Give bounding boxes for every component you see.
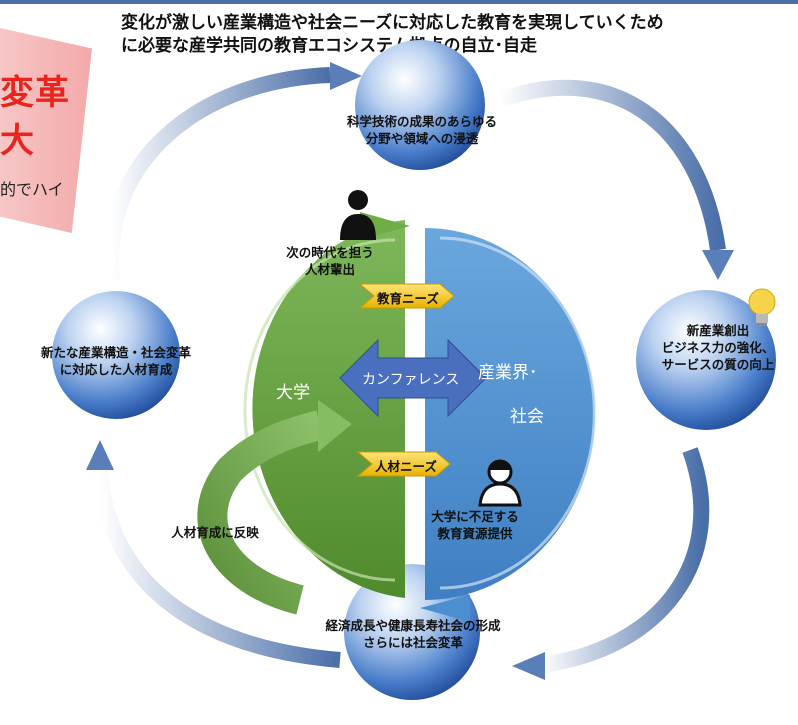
next-gen-line-2: 人材輩出 xyxy=(304,262,355,277)
node-right-line-1: 新産業創出 xyxy=(686,323,750,338)
node-right-line-2: ビジネス力の強化、 xyxy=(661,340,775,355)
reflect-label: 人材育成に反映 xyxy=(171,525,259,540)
blue-arrow-head xyxy=(420,595,470,622)
side-tab-red-text-2: 大 xyxy=(0,121,35,161)
top-border xyxy=(0,0,798,4)
node-sphere-left xyxy=(52,291,180,419)
resource-line-2: 教育資源提供 xyxy=(437,526,513,541)
conference-arrow xyxy=(339,338,487,418)
node-bottom-label: 経済成長や健康長寿社会の形成 さらには社会変革 xyxy=(300,617,526,651)
talent-needs-badge xyxy=(356,451,451,477)
node-left-label: 新たな産業構造・社会変革 に対応した人材育成 xyxy=(6,344,226,378)
university-label: 大学 xyxy=(276,383,310,403)
node-bottom-line-1: 経済成長や健康長寿社会の形成 xyxy=(325,618,501,633)
node-right-label: 新産業創出 ビジネス力の強化、 サービスの質の向上 xyxy=(638,322,798,373)
next-gen-label: 次の時代を担う 人材輩出 xyxy=(280,244,380,278)
node-sphere-top xyxy=(355,40,485,170)
node-top-line-1: 科学技術の成果のあらゆる xyxy=(346,114,497,129)
conference-label: カンファレンス xyxy=(362,372,460,388)
headline: 変化が激しい産業構造や社会ニーズに対応した教育を実現していくため に必要な産学共… xyxy=(121,12,791,58)
node-top-label: 科学技術の成果のあらゆる 分野や領域への浸透 xyxy=(322,113,522,147)
side-tab-text: 的でハイ xyxy=(0,180,64,199)
node-sphere-right xyxy=(636,290,776,430)
headline-line-1: 変化が激しい産業構造や社会ニーズに対応した教育を実現していくため xyxy=(121,13,664,33)
education-needs-badge xyxy=(358,283,455,309)
resource-line-1: 大学に不足する xyxy=(431,509,519,524)
resource-label: 大学に不足する 教育資源提供 xyxy=(420,508,530,542)
cycle-arrow-top-right xyxy=(497,79,734,280)
education-needs-label: 教育ニーズ xyxy=(377,291,439,306)
cycle-arrow-bottom-left xyxy=(86,440,341,668)
industry-label-2: 社会 xyxy=(510,407,544,427)
reflect-arrow-body xyxy=(197,410,324,615)
cycle-arrow-bottom-right xyxy=(512,447,710,680)
industry-half xyxy=(425,228,595,600)
female-person-icon xyxy=(478,459,522,507)
side-tab-red-text-1: 変革 xyxy=(0,73,70,113)
node-right-line-3: サービスの質の向上 xyxy=(661,357,775,372)
next-gen-line-1: 次の時代を担う xyxy=(286,245,374,260)
industry-label-1: 産業界･ xyxy=(478,363,538,383)
lightbulb-icon xyxy=(748,288,776,326)
node-left-line-1: 新たな産業構造・社会変革 xyxy=(40,345,191,360)
node-bottom-line-2: さらには社会変革 xyxy=(362,635,463,650)
reflect-arrow-head xyxy=(318,400,352,452)
cycle-arrow-top-left xyxy=(103,62,362,281)
node-left-line-2: に対応した人材育成 xyxy=(59,362,173,377)
node-top-line-2: 分野や領域への浸透 xyxy=(365,131,479,146)
talent-needs-label: 人材ニーズ xyxy=(375,459,437,474)
person-icon xyxy=(340,190,376,240)
